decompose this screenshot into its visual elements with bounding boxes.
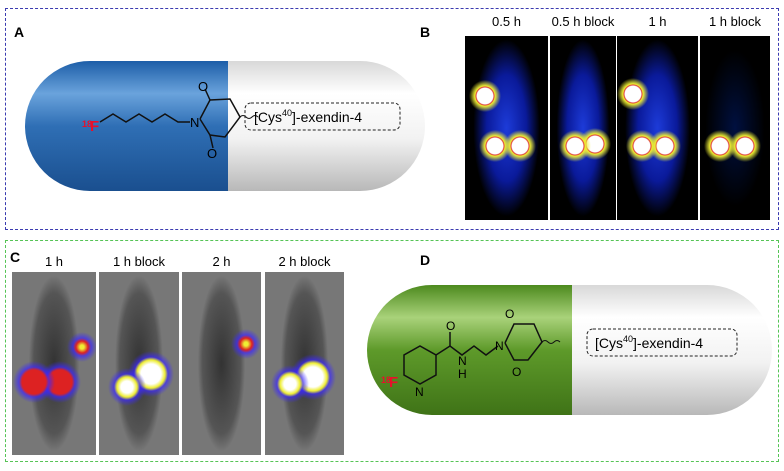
panel-a-label: A [14, 24, 25, 40]
atom-o1: O [505, 307, 514, 321]
panel-b-timepoint-label: 1 h [648, 14, 667, 29]
atom-o1: O [198, 79, 208, 94]
pet-ct-image [99, 272, 179, 455]
panel-b-timepoint-label: 0.5 h [492, 14, 521, 29]
pet-image [617, 36, 698, 220]
atom-o2: O [512, 365, 521, 379]
peptide-label: [Cys40]-exendin-4 [254, 108, 362, 125]
panel-d-capsule: 18 F N O N H N O O [Cys40]-exendin-4 [367, 285, 772, 415]
pet-image [465, 36, 548, 220]
isotope-element: F [389, 374, 398, 391]
panel-c-timepoint-label: 1 h block [112, 254, 166, 269]
pet-ct-image [265, 272, 344, 455]
isotope-mass: 18 [82, 119, 92, 129]
atom-o-amide: O [446, 319, 455, 333]
isotope-mass: 18 [381, 375, 391, 385]
panel-c-timepoint-label: 2 h [212, 254, 231, 269]
panel-bottom-frame [5, 240, 779, 462]
atom-n-amide: N [458, 354, 467, 368]
panel-b-timepoint-label: 0.5 h block [551, 14, 615, 29]
atom-h: H [458, 367, 467, 381]
peptide-label: [Cys40]-exendin-4 [595, 334, 703, 351]
atom-n: N [190, 115, 199, 130]
isotope-element: F [90, 118, 99, 135]
panel-b-label: B [420, 24, 431, 40]
atom-o2: O [207, 146, 217, 161]
panel-b-timepoint-label: 1 h block [708, 14, 762, 29]
panel-a-capsule: 18 F N O O [Cys40]-exendin-4 [25, 61, 425, 191]
pet-image [550, 36, 616, 220]
pet-ct-image [182, 272, 261, 455]
panel-c-timepoint-label: 1 h [44, 254, 64, 269]
atom-n-ring: N [415, 385, 424, 399]
panel-c-timepoint-label: 2 h block [278, 254, 331, 269]
atom-n-imide: N [495, 339, 504, 353]
panel-d-label: D [420, 252, 431, 268]
pet-ct-image [12, 272, 96, 455]
pet-image [700, 36, 770, 220]
panel-c-label: C [10, 249, 21, 265]
panel-top-frame [5, 8, 779, 230]
